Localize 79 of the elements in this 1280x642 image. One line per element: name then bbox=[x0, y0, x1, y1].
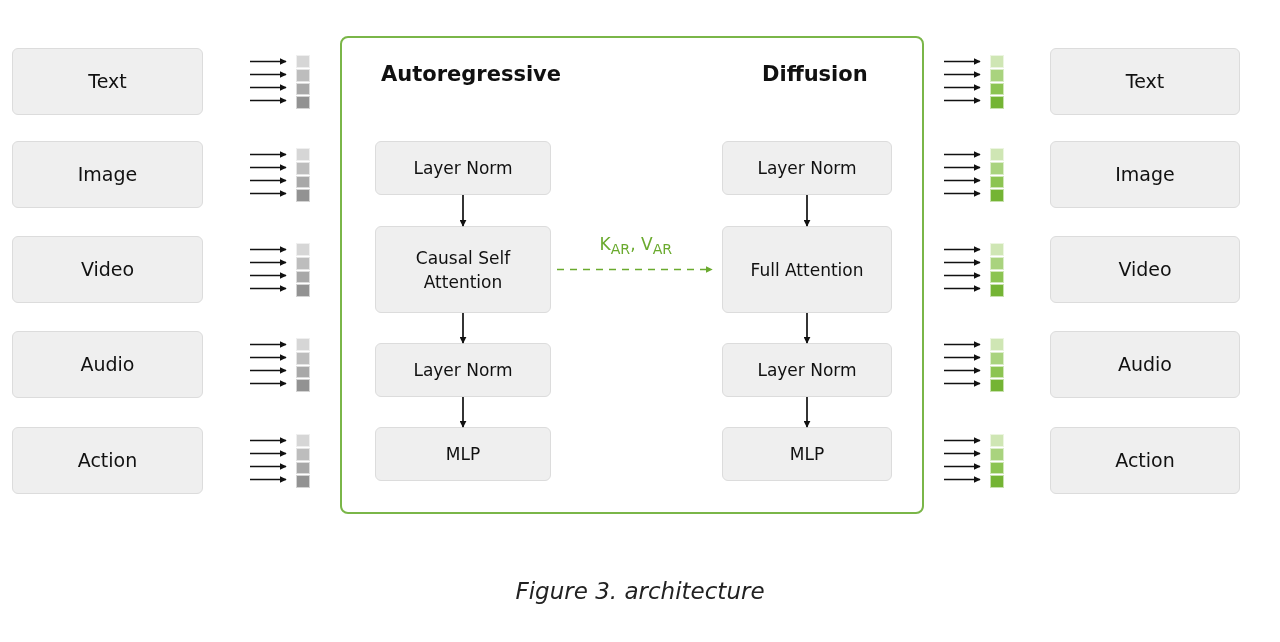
model-container bbox=[340, 36, 924, 514]
process-box: Layer Norm bbox=[722, 141, 892, 195]
arrow bbox=[943, 164, 981, 171]
process-box: Video bbox=[1050, 236, 1240, 303]
arrow bbox=[943, 380, 981, 387]
arrow bbox=[249, 246, 287, 253]
arrow bbox=[249, 285, 287, 292]
process-box: Image bbox=[12, 141, 203, 208]
arrow bbox=[249, 450, 287, 457]
token-stack bbox=[296, 55, 310, 109]
token-stack bbox=[296, 434, 310, 488]
arrow bbox=[803, 194, 811, 227]
arrow bbox=[249, 380, 287, 387]
token-stack bbox=[990, 55, 1004, 109]
process-box: Image bbox=[1050, 141, 1240, 208]
arrow bbox=[249, 354, 287, 361]
arrow bbox=[249, 151, 287, 158]
arrow bbox=[943, 151, 981, 158]
process-box: Full Attention bbox=[722, 226, 892, 313]
arrow bbox=[943, 246, 981, 253]
arrow bbox=[943, 97, 981, 104]
arrow bbox=[943, 71, 981, 78]
process-box: MLP bbox=[722, 427, 892, 481]
arrow bbox=[249, 367, 287, 374]
arrow bbox=[249, 259, 287, 266]
arrow bbox=[943, 58, 981, 65]
token-stack bbox=[990, 148, 1004, 202]
process-box: Action bbox=[1050, 427, 1240, 494]
arrow bbox=[249, 272, 287, 279]
arrow bbox=[249, 84, 287, 91]
process-box: MLP bbox=[375, 427, 551, 481]
arrow bbox=[803, 312, 811, 344]
process-box: Video bbox=[12, 236, 203, 303]
arrow bbox=[943, 84, 981, 91]
process-box: Audio bbox=[1050, 331, 1240, 398]
token-stack bbox=[296, 338, 310, 392]
column-heading: Autoregressive bbox=[381, 62, 562, 86]
arrow bbox=[943, 463, 981, 470]
arrow bbox=[556, 266, 713, 273]
arrow bbox=[943, 476, 981, 483]
arrow bbox=[943, 259, 981, 266]
arrow bbox=[943, 450, 981, 457]
arrow bbox=[943, 272, 981, 279]
arrow bbox=[943, 437, 981, 444]
process-box: Text bbox=[1050, 48, 1240, 115]
arrow bbox=[459, 312, 467, 344]
arrow bbox=[249, 463, 287, 470]
arrow bbox=[459, 194, 467, 227]
arrow bbox=[943, 341, 981, 348]
token-stack bbox=[990, 338, 1004, 392]
token-stack bbox=[296, 148, 310, 202]
arrow bbox=[249, 71, 287, 78]
column-heading: Diffusion bbox=[762, 62, 868, 86]
arrow bbox=[943, 367, 981, 374]
process-box: Layer Norm bbox=[375, 343, 551, 397]
arrow bbox=[943, 177, 981, 184]
process-box: Layer Norm bbox=[375, 141, 551, 195]
arrow bbox=[943, 285, 981, 292]
arrow bbox=[249, 164, 287, 171]
arrow bbox=[249, 97, 287, 104]
arrow bbox=[249, 177, 287, 184]
arrow bbox=[459, 396, 467, 428]
arrow bbox=[249, 437, 287, 444]
process-box: Action bbox=[12, 427, 203, 494]
arrow bbox=[943, 190, 981, 197]
process-box: Causal Self Attention bbox=[375, 226, 551, 313]
token-stack bbox=[296, 243, 310, 297]
process-box: Audio bbox=[12, 331, 203, 398]
arrow bbox=[943, 354, 981, 361]
arrow bbox=[249, 476, 287, 483]
arrow bbox=[803, 396, 811, 428]
token-stack bbox=[990, 243, 1004, 297]
arrow bbox=[249, 190, 287, 197]
arrow bbox=[249, 341, 287, 348]
process-box: Layer Norm bbox=[722, 343, 892, 397]
arrow bbox=[249, 58, 287, 65]
process-box: Text bbox=[12, 48, 203, 115]
figure-caption: Figure 3. architecture bbox=[514, 578, 766, 604]
token-stack bbox=[990, 434, 1004, 488]
